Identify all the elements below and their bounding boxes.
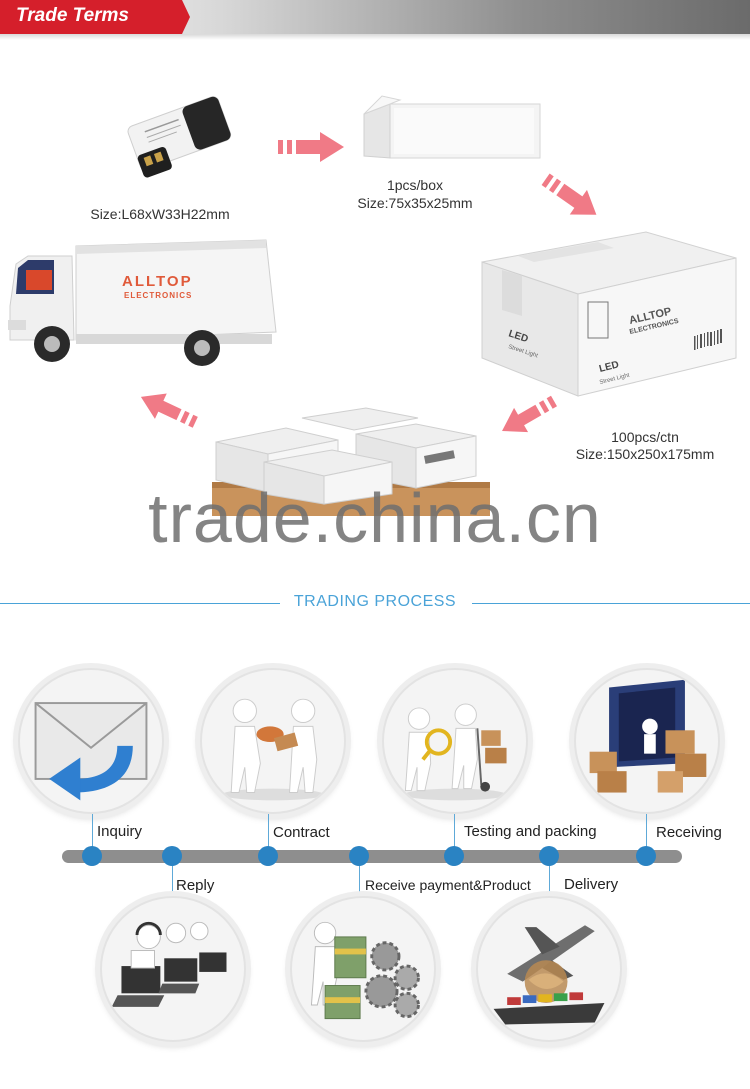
step-label-testing: Testing and packing (464, 823, 597, 840)
connector-inquiry (92, 814, 93, 850)
delivery-truck-image: ALLTOP ELECTRONICS (8, 239, 277, 366)
white-box-image (363, 95, 541, 159)
payment-circle (290, 896, 436, 1042)
flow-arrow-up-left-icon (140, 393, 198, 428)
box-qty-caption: 1pcs/box (386, 177, 444, 193)
step-dot-inquiry (82, 846, 102, 866)
step-dot-delivery (539, 846, 559, 866)
airplane-ship-icon (493, 925, 605, 1025)
section-divider-left (0, 603, 280, 604)
trade-terms-tag (0, 0, 190, 34)
carton-label-front-text: LED (598, 359, 620, 375)
product-size-caption: Size:L68xW33H22mm (90, 206, 230, 222)
pallet-cartons-image (212, 407, 490, 516)
truck-brand-text: ALLTOP (122, 273, 193, 290)
flow-arrow-down-right-icon (541, 173, 597, 215)
connector-contract (268, 814, 269, 850)
call-center-icon (111, 921, 227, 1007)
contract-circle (200, 668, 346, 814)
connector-payment (359, 864, 360, 896)
flow-arrow-down-left-icon (502, 395, 557, 433)
envelope-reply-icon (34, 702, 148, 801)
connector-receiving (646, 814, 647, 850)
ctn-size-caption: Size:150x250x175mm (575, 446, 715, 462)
warehouse-container-icon (589, 679, 707, 793)
section-divider-right (472, 603, 750, 604)
step-dot-receiving (636, 846, 656, 866)
step-label-delivery: Delivery (564, 876, 619, 893)
money-gears-icon (310, 921, 420, 1020)
box-size-caption: Size:75x35x25mm (357, 195, 473, 211)
connector-delivery (549, 864, 550, 896)
step-dot-testing (444, 846, 464, 866)
process-timeline (62, 850, 682, 863)
ctn-qty-caption: 100pcs/ctn (611, 429, 679, 445)
handshake-icon (222, 698, 324, 801)
step-label-contract: Contract (273, 824, 330, 841)
flow-arrow-right-icon (278, 132, 344, 162)
receiving-circle (574, 668, 720, 814)
reply-circle (100, 896, 246, 1042)
carton-image: LED Street Light LED Street Light ALLTOP… (481, 231, 737, 397)
step-label-reply: Reply (176, 877, 215, 894)
magnifier-cart-icon (404, 703, 507, 801)
trade-terms-title: Trade Terms (16, 5, 129, 26)
header-shadow (0, 34, 750, 40)
connector-testing (454, 814, 455, 850)
trading-process-title: TRADING PROCESS (293, 593, 457, 610)
testing-circle (382, 668, 528, 814)
step-label-payment: Receive payment&Product (365, 877, 531, 893)
step-dot-reply (162, 846, 182, 866)
connector-reply (172, 864, 173, 896)
step-label-receiving: Receiving (656, 824, 722, 841)
led-driver-image (127, 96, 232, 178)
watermark-text: trade.china.cn (148, 479, 602, 557)
step-dot-contract (258, 846, 278, 866)
delivery-circle (476, 896, 622, 1042)
truck-brand-sub-text: ELECTRONICS (124, 291, 192, 300)
step-dot-payment (349, 846, 369, 866)
inquiry-circle (18, 668, 164, 814)
step-label-inquiry: Inquiry (97, 823, 143, 840)
